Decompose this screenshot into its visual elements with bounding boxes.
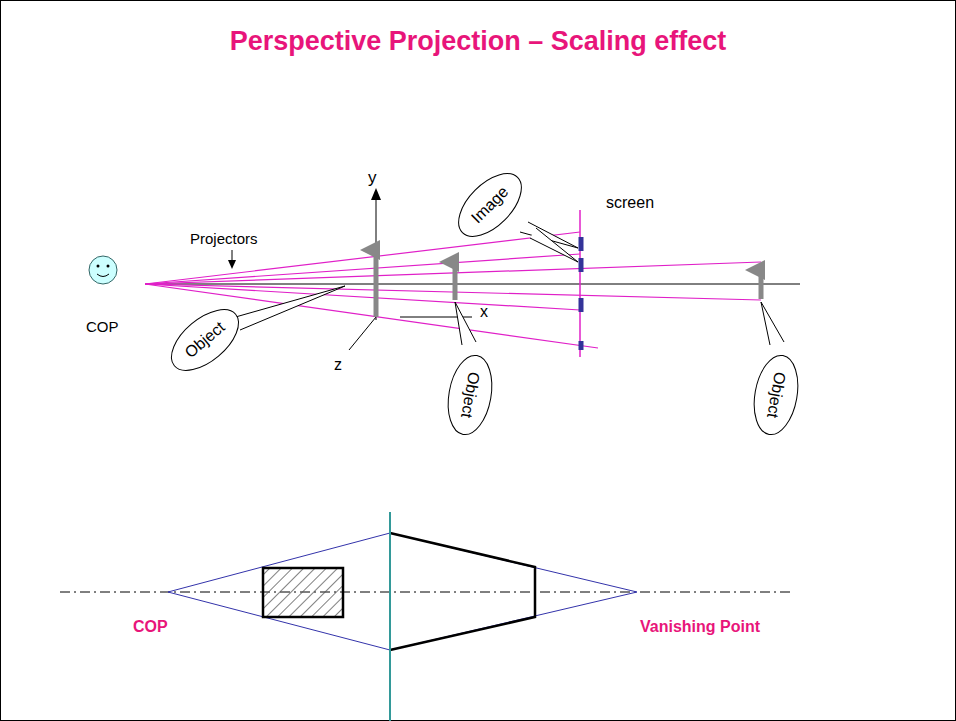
screen-images	[579, 237, 584, 350]
callout-bubble: Object	[159, 297, 250, 383]
axis-line	[145, 284, 800, 285]
slide-title: Perspective Projection – Scaling effect	[0, 26, 956, 57]
callout-bubble: Image	[446, 161, 534, 249]
diagram-label: COP	[86, 318, 119, 335]
screen-line	[579, 210, 581, 357]
diagram-label: COP	[133, 618, 168, 636]
diagram-label: screen	[606, 194, 654, 212]
diagram-label: x	[480, 303, 488, 321]
diagram-label: Vanishing Point	[640, 618, 760, 636]
callout-bubble: Object	[747, 351, 805, 439]
axis-head	[371, 188, 381, 200]
viewer-face	[89, 256, 117, 284]
z-axis	[349, 317, 376, 350]
object-arrows	[376, 250, 761, 317]
hatched-object	[263, 568, 343, 617]
callout-tails	[232, 222, 784, 345]
leader-head	[228, 260, 236, 269]
y-axis	[376, 192, 377, 320]
diagram-label: Projectors	[190, 230, 258, 247]
callout-bubble: Object	[441, 351, 499, 439]
projection-plane	[389, 512, 391, 721]
view-lines	[168, 533, 637, 650]
diagram-label: y	[368, 168, 377, 188]
diagram-label: z	[334, 356, 342, 374]
projected-trapezoid	[390, 533, 535, 650]
